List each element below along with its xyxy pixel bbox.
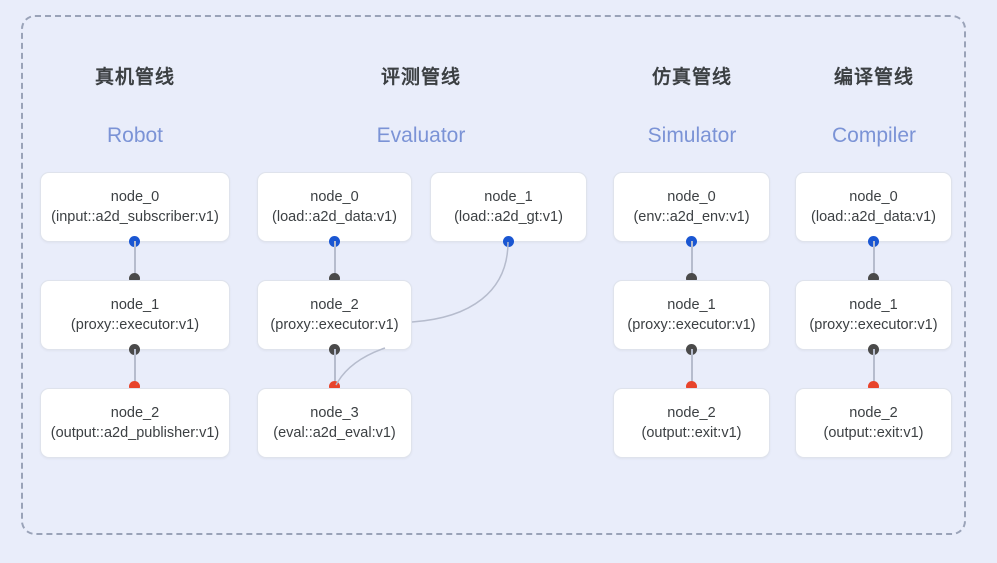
edge-evaluator-2-to-3: [334, 349, 336, 387]
node-name: node_2: [110, 405, 160, 421]
column-title-cn-robot: 真机管线: [94, 67, 175, 88]
column-title-en-compiler: Compiler: [831, 124, 917, 147]
edge-compiler-0-to-1: [873, 241, 875, 279]
node-simulator-2[interactable]: node_2 (output::exit:v1): [613, 388, 770, 458]
node-name: node_0: [667, 189, 716, 205]
port-dot-proxy-robot-1-in[interactable]: [129, 273, 140, 284]
node-type: (load::a2d_data:v1): [811, 209, 936, 225]
column-title-cn-evaluator: 评测管线: [380, 67, 461, 88]
node-type: (load::a2d_gt:v1): [454, 209, 563, 225]
node-robot-0[interactable]: node_0 (input::a2d_subscriber:v1): [40, 172, 230, 242]
node-type: (load::a2d_data:v1): [272, 209, 397, 225]
edge-compiler-1-to-2: [873, 349, 875, 387]
port-dot-output-robot-2[interactable]: [129, 381, 140, 392]
edge-robot-1-to-2: [134, 349, 136, 387]
port-dot-output-simulator-2[interactable]: [686, 381, 697, 392]
node-simulator-1[interactable]: node_1 (proxy::executor:v1): [613, 280, 770, 350]
port-dot-proxy-evaluator-2-in[interactable]: [329, 273, 340, 284]
node-name: node_2: [849, 405, 898, 421]
node-compiler-1[interactable]: node_1 (proxy::executor:v1): [795, 280, 952, 350]
node-name: node_3: [310, 405, 359, 421]
node-name: node_1: [110, 297, 160, 313]
column-title-en-robot: Robot: [106, 124, 164, 147]
node-robot-2[interactable]: node_2 (output::a2d_publisher:v1): [40, 388, 230, 458]
node-type: (proxy::executor:v1): [70, 317, 200, 333]
node-name: node_1: [484, 189, 533, 205]
node-type: (proxy::executor:v1): [270, 317, 399, 333]
port-dot-output-compiler-2[interactable]: [868, 381, 879, 392]
node-name: node_1: [667, 297, 716, 313]
node-name: node_0: [849, 189, 898, 205]
port-dot-proxy-compiler-1-in[interactable]: [868, 273, 879, 284]
node-compiler-0[interactable]: node_0 (load::a2d_data:v1): [795, 172, 952, 242]
node-evaluator-0[interactable]: node_0 (load::a2d_data:v1): [257, 172, 412, 242]
node-name: node_0: [110, 189, 160, 205]
node-simulator-0[interactable]: node_0 (env::a2d_env:v1): [613, 172, 770, 242]
port-dot-input-evaluator-1[interactable]: [503, 236, 514, 247]
edge-simulator-1-to-2: [691, 349, 693, 387]
node-type: (output::a2d_publisher:v1): [50, 425, 220, 441]
node-name: node_1: [849, 297, 898, 313]
node-evaluator-1[interactable]: node_1 (load::a2d_gt:v1): [430, 172, 587, 242]
column-title-en-simulator: Simulator: [647, 124, 737, 147]
edge-robot-0-to-1: [134, 241, 136, 279]
node-evaluator-3[interactable]: node_3 (eval::a2d_eval:v1): [257, 388, 412, 458]
node-type: (env::a2d_env:v1): [633, 209, 750, 225]
column-title-cn-simulator: 仿真管线: [651, 67, 732, 88]
node-type: (output::exit:v1): [823, 425, 924, 441]
node-type: (proxy::executor:v1): [809, 317, 938, 333]
node-name: node_2: [310, 297, 359, 313]
node-type: (output::exit:v1): [641, 425, 742, 441]
node-type: (input::a2d_subscriber:v1): [51, 209, 219, 225]
edge-simulator-0-to-1: [691, 241, 693, 279]
node-compiler-2[interactable]: node_2 (output::exit:v1): [795, 388, 952, 458]
edge-evaluator-0-to-2: [334, 241, 336, 279]
node-name: node_0: [310, 189, 359, 205]
node-type: (proxy::executor:v1): [627, 317, 756, 333]
port-dot-proxy-simulator-1-in[interactable]: [686, 273, 697, 284]
column-title-en-evaluator: Evaluator: [376, 124, 466, 147]
port-dot-output-evaluator-3[interactable]: [329, 381, 340, 392]
diagram-dashed-frame: [21, 15, 966, 535]
node-name: node_2: [667, 405, 716, 421]
node-robot-1[interactable]: node_1 (proxy::executor:v1): [40, 280, 230, 350]
node-type: (eval::a2d_eval:v1): [273, 425, 396, 441]
column-title-cn-compiler: 编译管线: [833, 67, 914, 88]
node-evaluator-2[interactable]: node_2 (proxy::executor:v1): [257, 280, 412, 350]
